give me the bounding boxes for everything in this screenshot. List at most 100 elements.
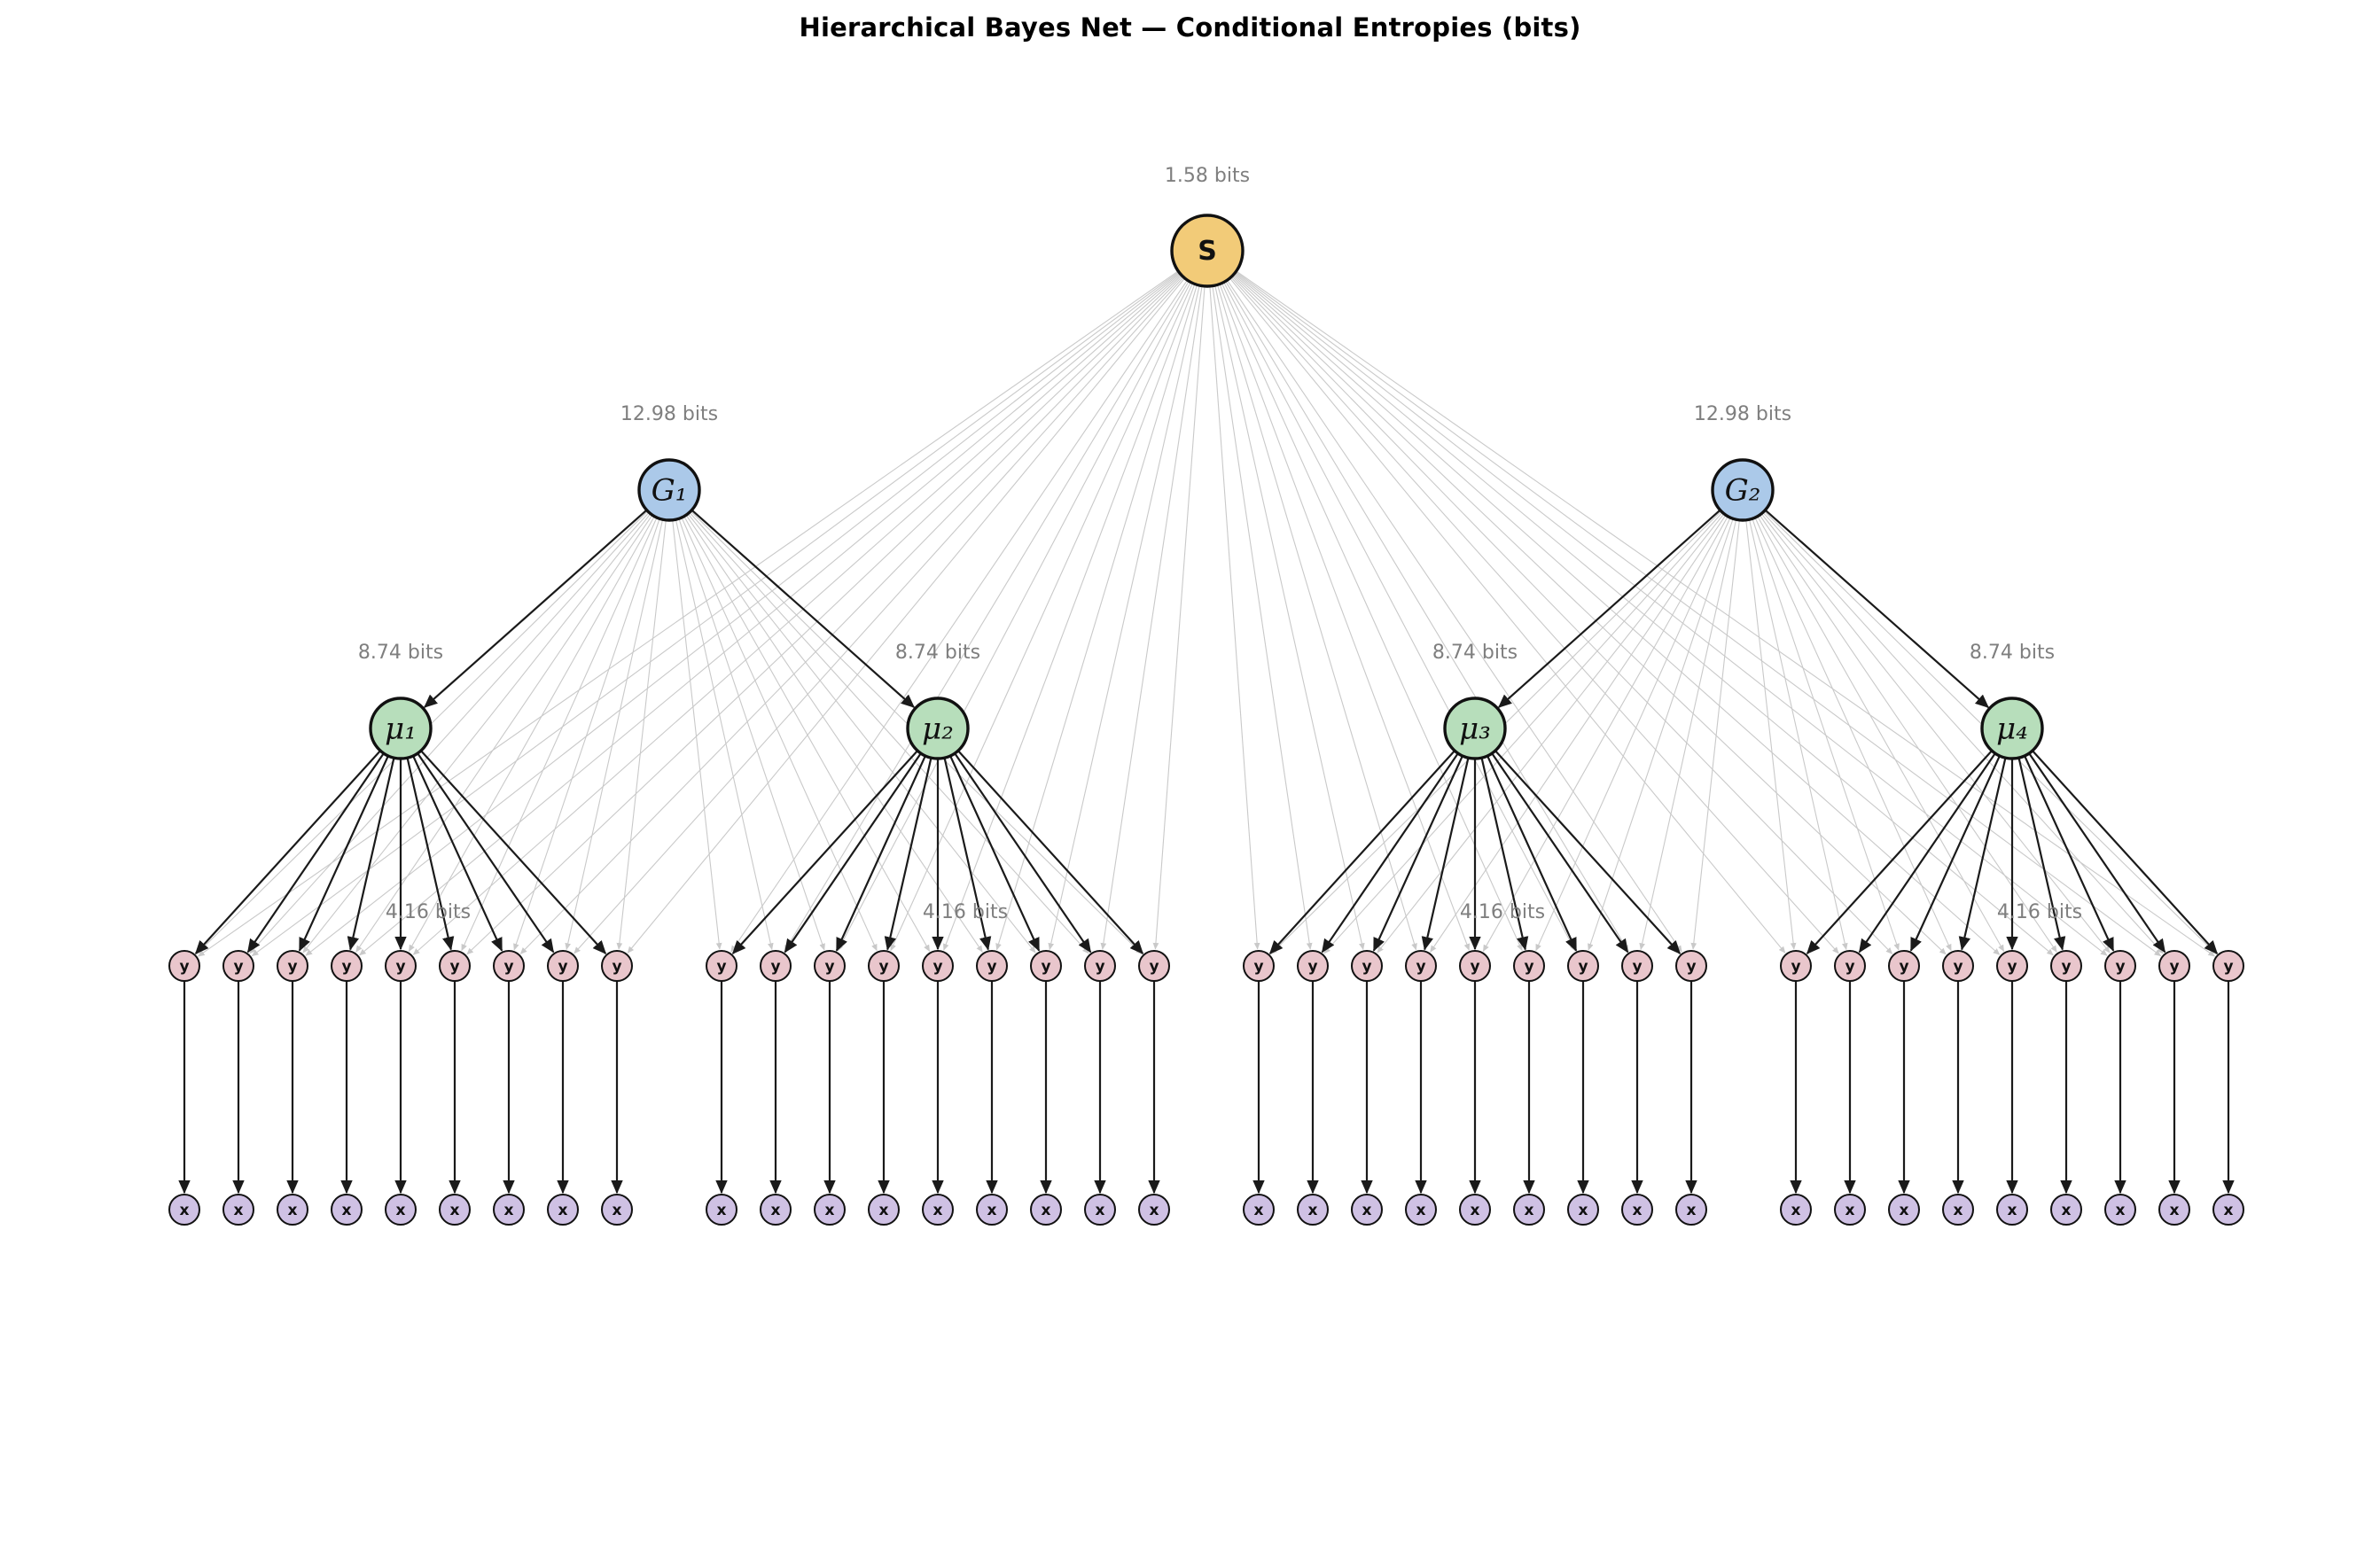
obs-node-circle[interactable] xyxy=(706,950,737,982)
node-circle-m4[interactable] xyxy=(1980,697,2044,760)
latent-node-circle[interactable] xyxy=(2104,1194,2136,1226)
latent-node-circle-node[interactable]: x xyxy=(1459,1194,1491,1226)
latent-node-circle-node[interactable]: x xyxy=(976,1194,1008,1226)
obs-node-circle[interactable] xyxy=(331,950,363,982)
obs-node-circle-node[interactable]: y xyxy=(277,950,308,982)
obs-node-circle[interactable] xyxy=(1888,950,1920,982)
obs-node-circle-node[interactable]: y xyxy=(922,950,954,982)
obs-node-circle[interactable] xyxy=(1243,950,1275,982)
node-circle-G1[interactable] xyxy=(637,458,701,522)
obs-node-circle-node[interactable]: y xyxy=(1996,950,2028,982)
node-circle-m2[interactable] xyxy=(906,697,970,760)
node-circle-G2[interactable] xyxy=(1711,458,1775,522)
latent-node-circle-node[interactable]: x xyxy=(2050,1194,2082,1226)
obs-node-circle-node[interactable]: y xyxy=(814,950,846,982)
latent-node-circle-node[interactable]: x xyxy=(1996,1194,2028,1226)
obs-node-circle[interactable] xyxy=(1942,950,1974,982)
latent-node-circle[interactable] xyxy=(2212,1194,2244,1226)
graph-node-G1[interactable]: G₁ xyxy=(637,458,701,522)
latent-node-circle[interactable] xyxy=(277,1194,308,1226)
obs-node-circle[interactable] xyxy=(922,950,954,982)
latent-node-circle-node[interactable]: x xyxy=(1405,1194,1437,1226)
obs-node-circle-node[interactable]: y xyxy=(168,950,200,982)
obs-node-circle-node[interactable]: y xyxy=(547,950,579,982)
obs-node-circle[interactable] xyxy=(2050,950,2082,982)
graph-node-m2[interactable]: μ₂ xyxy=(906,697,970,760)
obs-node-circle[interactable] xyxy=(760,950,792,982)
obs-node-circle[interactable] xyxy=(601,950,633,982)
latent-node-circle[interactable] xyxy=(760,1194,792,1226)
latent-node-circle[interactable] xyxy=(1459,1194,1491,1226)
obs-node-circle-node[interactable]: y xyxy=(2158,950,2190,982)
graph-node-m3[interactable]: μ₃ xyxy=(1443,697,1507,760)
obs-node-circle[interactable] xyxy=(1297,950,1329,982)
latent-node-circle[interactable] xyxy=(1030,1194,1062,1226)
latent-node-circle-node[interactable]: x xyxy=(1834,1194,1866,1226)
obs-node-circle[interactable] xyxy=(1084,950,1116,982)
obs-node-circle-node[interactable]: y xyxy=(1138,950,1170,982)
latent-node-circle-node[interactable]: x xyxy=(1513,1194,1545,1226)
latent-node-circle-node[interactable]: x xyxy=(439,1194,471,1226)
latent-node-circle-node[interactable]: x xyxy=(222,1194,254,1226)
obs-node-circle-node[interactable]: y xyxy=(1567,950,1599,982)
latent-node-circle[interactable] xyxy=(1513,1194,1545,1226)
latent-node-circle-node[interactable]: x xyxy=(868,1194,900,1226)
latent-node-circle-node[interactable]: x xyxy=(1138,1194,1170,1226)
latent-node-circle-node[interactable]: x xyxy=(2158,1194,2190,1226)
latent-node-circle[interactable] xyxy=(1297,1194,1329,1226)
obs-node-circle-node[interactable]: y xyxy=(976,950,1008,982)
obs-node-circle[interactable] xyxy=(385,950,417,982)
latent-node-circle-node[interactable]: x xyxy=(547,1194,579,1226)
obs-node-circle-node[interactable]: y xyxy=(385,950,417,982)
latent-node-circle-node[interactable]: x xyxy=(1297,1194,1329,1226)
obs-node-circle-node[interactable]: y xyxy=(1621,950,1653,982)
obs-node-circle[interactable] xyxy=(1405,950,1437,982)
obs-node-circle[interactable] xyxy=(2104,950,2136,982)
obs-node-circle-node[interactable]: y xyxy=(706,950,737,982)
obs-node-circle-node[interactable]: y xyxy=(1351,950,1383,982)
obs-node-circle-node[interactable]: y xyxy=(1084,950,1116,982)
obs-node-circle[interactable] xyxy=(1780,950,1812,982)
latent-node-circle[interactable] xyxy=(976,1194,1008,1226)
obs-node-circle[interactable] xyxy=(1996,950,2028,982)
latent-node-circle-node[interactable]: x xyxy=(1621,1194,1653,1226)
latent-node-circle[interactable] xyxy=(222,1194,254,1226)
obs-node-circle-node[interactable]: y xyxy=(1243,950,1275,982)
obs-node-circle-node[interactable]: y xyxy=(331,950,363,982)
obs-node-circle[interactable] xyxy=(2158,950,2190,982)
latent-node-circle-node[interactable]: x xyxy=(760,1194,792,1226)
latent-node-circle-node[interactable]: x xyxy=(1942,1194,1974,1226)
graph-node-m4[interactable]: μ₄ xyxy=(1980,697,2044,760)
latent-node-circle[interactable] xyxy=(1405,1194,1437,1226)
obs-node-circle-node[interactable]: y xyxy=(1297,950,1329,982)
obs-node-circle[interactable] xyxy=(1459,950,1491,982)
latent-node-circle-node[interactable]: x xyxy=(1084,1194,1116,1226)
latent-node-circle[interactable] xyxy=(2158,1194,2190,1226)
obs-node-circle-node[interactable]: y xyxy=(1513,950,1545,982)
obs-node-circle-node[interactable]: y xyxy=(2050,950,2082,982)
obs-node-circle[interactable] xyxy=(222,950,254,982)
obs-node-circle[interactable] xyxy=(1138,950,1170,982)
latent-node-circle[interactable] xyxy=(922,1194,954,1226)
obs-node-circle[interactable] xyxy=(1675,950,1707,982)
latent-node-circle-node[interactable]: x xyxy=(1780,1194,1812,1226)
latent-node-circle-node[interactable]: x xyxy=(1888,1194,1920,1226)
latent-node-circle[interactable] xyxy=(2050,1194,2082,1226)
obs-node-circle-node[interactable]: y xyxy=(868,950,900,982)
obs-node-circle[interactable] xyxy=(1567,950,1599,982)
latent-node-circle-node[interactable]: x xyxy=(168,1194,200,1226)
obs-node-circle[interactable] xyxy=(1621,950,1653,982)
latent-node-circle-node[interactable]: x xyxy=(1030,1194,1062,1226)
node-circle-S[interactable] xyxy=(1170,214,1245,288)
latent-node-circle-node[interactable]: x xyxy=(1567,1194,1599,1226)
latent-node-circle-node[interactable]: x xyxy=(331,1194,363,1226)
obs-node-circle[interactable] xyxy=(439,950,471,982)
obs-node-circle-node[interactable]: y xyxy=(1942,950,1974,982)
latent-node-circle[interactable] xyxy=(706,1194,737,1226)
node-circle-m1[interactable] xyxy=(369,697,433,760)
graph-node-m1[interactable]: μ₁ xyxy=(369,697,433,760)
obs-node-circle[interactable] xyxy=(1351,950,1383,982)
node-circle-m3[interactable] xyxy=(1443,697,1507,760)
obs-node-circle[interactable] xyxy=(493,950,525,982)
obs-node-circle-node[interactable]: y xyxy=(1459,950,1491,982)
